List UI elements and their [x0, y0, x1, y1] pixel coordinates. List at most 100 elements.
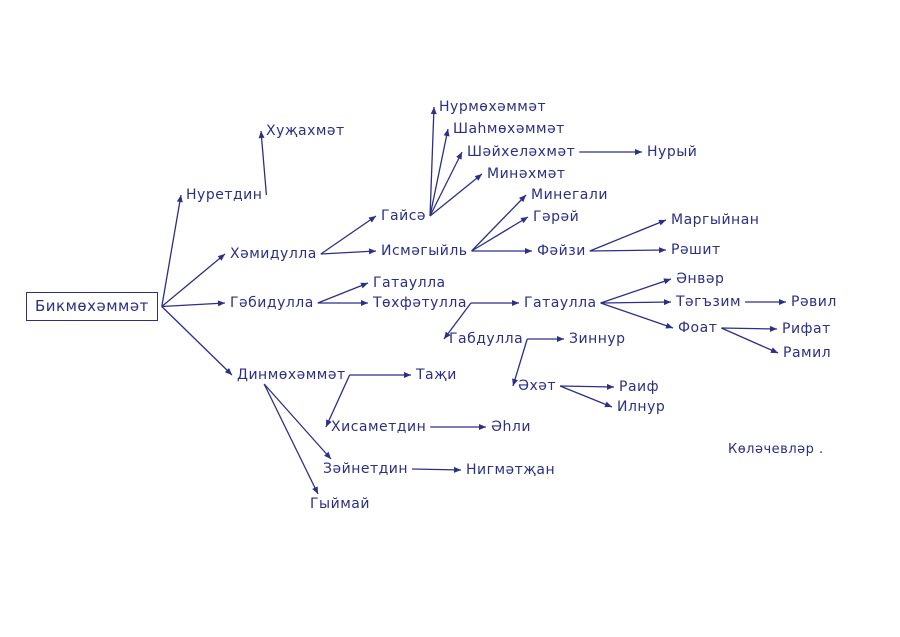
node-nuretdin: Нуретдин [186, 187, 263, 203]
node-ahat: Әхәт [518, 378, 557, 394]
edge-gataulla2-foat [600, 302, 674, 329]
arrowhead-gataulla2-foat [665, 322, 673, 329]
edge-gaisa-shaihelahmat [429, 151, 463, 217]
node-gyimai: Гыймай [310, 496, 370, 512]
edge-root-dinmuhammat [161, 306, 233, 376]
node-faizi: Фәйзи [537, 243, 586, 259]
node-gaisa: Гайсә [381, 208, 427, 224]
node-hisametdin: Хисаметдин [331, 419, 427, 435]
node-ahli: Әһли [491, 419, 531, 435]
node-raif: Раиф [619, 379, 660, 395]
arrowhead-ahat-raif [606, 383, 614, 390]
arrowhead-gataulla2-tagyzim [663, 299, 671, 306]
arrowhead-dinmuhammat-hisametdin [326, 419, 332, 427]
arrowhead-faizi-margyinan [658, 219, 666, 226]
arrowhead-dinmuhammat-zainetdin [324, 451, 331, 459]
edge-ahat-ilnur [559, 385, 613, 408]
node-gataulla2: Гатаулла [524, 295, 597, 311]
arrowhead-ismagyil-garay [520, 217, 528, 224]
arrowhead-gabidulla-gataulla1 [360, 282, 368, 289]
node-gabidulla: Гәбидулла [230, 295, 314, 311]
node-ilnur: Илнур [617, 399, 666, 415]
node-zinnur: Зиннур [569, 331, 626, 347]
node-garay: Гәрәй [533, 209, 580, 225]
node-ravil: Рәвил [791, 294, 837, 310]
edge-hamidulla-gaisa [320, 215, 377, 255]
edge-gabdulla-ahat [512, 338, 528, 387]
arrowhead-root-dinmuhammat [224, 367, 232, 375]
arrowhead-ismagyil-faizi [525, 248, 532, 254]
edge-foat-ramil [721, 327, 779, 354]
arrowhead-root-gabidulla [217, 300, 225, 307]
arrowhead-dinmuhammat-gyimai [312, 486, 318, 494]
arrowhead-zainetdin-nigmatjan [453, 466, 461, 473]
node-zainetdin: Зәйнетдин [323, 461, 409, 477]
edge-foat-rifat [721, 327, 778, 330]
node-shahmuhammat: Шаһмөхәммәт [453, 121, 565, 137]
edge-root-gabidulla [161, 302, 226, 308]
node-anvar: Әнвәр [676, 271, 725, 287]
arrowhead-root-hamidulla [217, 254, 225, 261]
edge-gaisa-minahmat [429, 173, 483, 217]
edge-dinmuhammat-zainetdin [263, 383, 332, 460]
edge-gaisa-nurmuhammat [429, 106, 435, 217]
edge-gataulla2-anvar [600, 278, 672, 304]
node-minegali: Минегали [531, 187, 608, 203]
arrowhead-ahat-ilnur [604, 401, 612, 408]
arrowhead-tagyzim-ravil [779, 299, 786, 305]
edge-dinmuhammat-gyimai [263, 383, 319, 495]
arrowhead-shaihelahmat-nuryi [635, 149, 642, 155]
arrowhead-hamidulla-gaisa [368, 216, 376, 223]
arrowhead-tuhfatulla-gabdulla [444, 331, 451, 339]
edge-faizi-rashit [589, 249, 667, 252]
edge-gaisa-shahmuhammat [429, 128, 449, 217]
arrowhead-hisametdin-ahli [479, 424, 486, 430]
arrowhead-gabidulla-tuhfatulla [361, 300, 368, 306]
edge-root-hamidulla [161, 253, 226, 308]
node-tuhfatulla: Төхфәтулла [373, 295, 467, 311]
arrowhead-tuhfatulla-gataulla2 [512, 300, 519, 306]
arrowhead-gataulla2-anvar [663, 278, 671, 285]
arrowhead-faizi-rashit [658, 247, 666, 254]
node-rifat: Рифат [782, 321, 831, 337]
arrowhead-ismagyil-minegali [518, 195, 526, 203]
arrowhead-gaisa-shaihelahmat [456, 152, 462, 160]
arrowhead-gaisa-nurmuhammat [430, 107, 437, 115]
edge-gabidulla-gataulla1 [317, 282, 369, 304]
edge-tuhfatulla-gabdulla [443, 302, 472, 340]
node-ramil: Рамил [783, 345, 832, 361]
edge-dinmuhammat-hisametdin [325, 374, 351, 428]
node-root: Бикмөхәммәт [26, 292, 158, 321]
footer-note: Көләчевләр . [728, 442, 824, 457]
edge-faizi-margyinan [589, 219, 667, 252]
node-gataulla1: Гатаулла [373, 275, 446, 291]
node-margyinan: Маргыйнан [671, 212, 760, 228]
arrowhead-dinmuhammat-taji [404, 372, 411, 378]
edge-gataulla2-tagyzim [600, 301, 672, 304]
node-tagyzim: Тәгъзим [676, 294, 742, 310]
node-dinmuhammat: Динмөхәммәт [237, 367, 346, 383]
arrowhead-gaisa-shahmuhammat [443, 129, 450, 137]
node-nigmatjan: Нигмәтҗан [466, 462, 556, 478]
arrowhead-gabdulla-zinnur [557, 336, 564, 342]
edge-ismagyil-garay [471, 216, 529, 252]
node-nuryi: Нурый [647, 144, 698, 160]
node-foat: Фоат [678, 320, 718, 336]
edge-ismagyil-minegali [471, 194, 527, 252]
node-shaihelahmat: Шәйхеләхмәт [467, 144, 576, 160]
edge-ahat-raif [560, 385, 615, 388]
arrowhead-root-nuretdin [176, 195, 183, 203]
edge-zainetdin-nigmatjan [412, 468, 462, 471]
edge-root-nuretdin [161, 194, 182, 307]
node-rashit: Рәшит [671, 242, 721, 258]
node-hujahmet: Хуҗахмәт [266, 123, 345, 139]
node-minahmat: Минәхмәт [487, 166, 566, 182]
edge-nuretdin-hujahmet [260, 130, 268, 196]
node-gabdulla: Габдулла [449, 331, 524, 347]
node-hamidulla: Хәмидулла [230, 246, 317, 262]
arrowhead-hamidulla-ismagyil [368, 248, 376, 255]
arrowhead-gaisa-minahmat [474, 174, 482, 181]
node-ismagyil: Исмәгыйль [381, 243, 468, 259]
